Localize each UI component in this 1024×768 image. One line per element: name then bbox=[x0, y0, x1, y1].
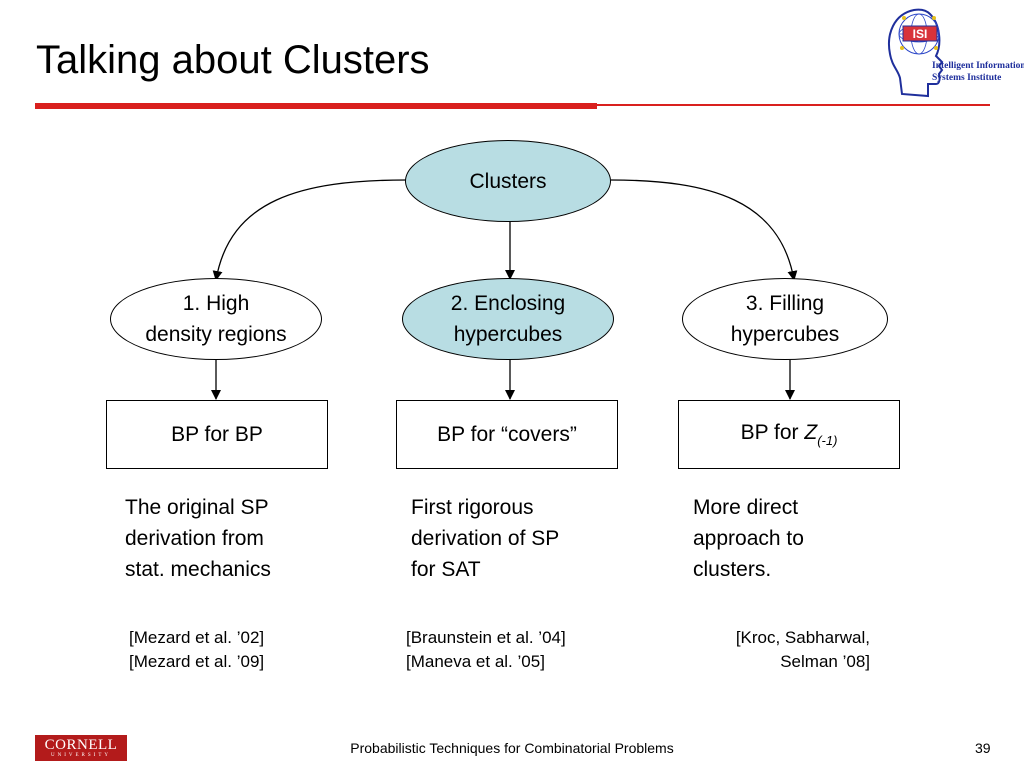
branch-2-line1: 2. Enclosing bbox=[450, 292, 566, 315]
description-2-line1: First rigorous bbox=[411, 496, 534, 519]
references-1: [Mezard et al. ’02] [Mezard et al. ’09] bbox=[129, 626, 264, 674]
isi-logo-mark: ISI bbox=[913, 27, 928, 41]
description-3-line3: clusters. bbox=[693, 558, 772, 581]
description-3: More direct approach to clusters. bbox=[693, 492, 804, 585]
isi-logo-line2: Systems Institute bbox=[932, 73, 1002, 83]
method-box-3-prefix: BP for bbox=[740, 421, 805, 444]
reference-3-line2: Selman ’08] bbox=[780, 652, 870, 671]
branch-1-line2: density regions bbox=[145, 323, 287, 346]
root-ellipse: Clusters bbox=[405, 140, 611, 222]
root-label: Clusters bbox=[469, 169, 547, 193]
references-3: [Kroc, Sabharwal, Selman ’08] bbox=[700, 626, 870, 674]
isi-logo-line1: Intelligent Information bbox=[932, 61, 1024, 71]
cornell-logo-subtext: UNIVERSITY bbox=[51, 753, 111, 758]
isi-logo-text: Intelligent Information Systems Institut… bbox=[932, 60, 1024, 84]
description-1-line3: stat. mechanics bbox=[125, 558, 271, 581]
cornell-logo-text: CORNELL bbox=[44, 737, 118, 753]
description-1-line1: The original SP bbox=[125, 496, 269, 519]
branch-ellipse-1: 1. High density regions bbox=[110, 278, 322, 360]
description-2: First rigorous derivation of SP for SAT bbox=[411, 492, 559, 585]
description-3-line2: approach to bbox=[693, 527, 804, 550]
method-box-3-var: Z bbox=[804, 421, 818, 444]
branch-ellipse-2: 2. Enclosing hypercubes bbox=[402, 278, 614, 360]
description-1-line2: derivation from bbox=[125, 527, 264, 550]
description-3-line1: More direct bbox=[693, 496, 799, 519]
references-2: [Braunstein et al. ’04] [Maneva et al. ’… bbox=[406, 626, 566, 674]
reference-2-line1: [Braunstein et al. ’04] bbox=[406, 628, 566, 647]
description-1: The original SP derivation from stat. me… bbox=[125, 492, 271, 585]
method-box-3-label: BP for Z(-1) bbox=[741, 421, 838, 448]
branch-1-line1: 1. High bbox=[182, 292, 250, 315]
branch-3-line1: 3. Filling bbox=[745, 292, 825, 315]
method-box-3-subscript: (-1) bbox=[817, 433, 838, 448]
reference-1-line2: [Mezard et al. ’09] bbox=[129, 652, 265, 671]
method-box-2: BP for “covers” bbox=[396, 400, 618, 469]
slide-title: Talking about Clusters bbox=[36, 38, 430, 82]
reference-3-line1: [Kroc, Sabharwal, bbox=[735, 628, 870, 647]
title-rule-thin bbox=[597, 104, 990, 106]
reference-2-line2: [Maneva et al. ’05] bbox=[406, 652, 545, 671]
method-box-1: BP for BP bbox=[106, 400, 328, 469]
description-2-line2: derivation of SP bbox=[411, 527, 560, 550]
connector-root-to-branch-1 bbox=[212, 179, 407, 281]
method-box-1-label: BP for BP bbox=[171, 422, 263, 446]
connector-root-to-branch-3 bbox=[610, 179, 798, 281]
branch-3-line2: hypercubes bbox=[730, 323, 840, 346]
branch-2-line2: hypercubes bbox=[453, 323, 563, 346]
method-box-2-label: BP for “covers” bbox=[437, 422, 577, 446]
cornell-logo: CORNELL UNIVERSITY bbox=[35, 735, 127, 761]
method-box-3: BP for Z(-1) bbox=[678, 400, 900, 469]
branch-ellipse-3: 3. Filling hypercubes bbox=[682, 278, 888, 360]
reference-1-line1: [Mezard et al. ’02] bbox=[129, 628, 265, 647]
title-rule-thick bbox=[35, 103, 597, 109]
footer-title: Probabilistic Techniques for Combinatori… bbox=[350, 740, 674, 756]
isi-logo: ISI bbox=[888, 8, 944, 98]
page-number: 39 bbox=[975, 740, 991, 756]
description-2-line3: for SAT bbox=[411, 558, 481, 581]
